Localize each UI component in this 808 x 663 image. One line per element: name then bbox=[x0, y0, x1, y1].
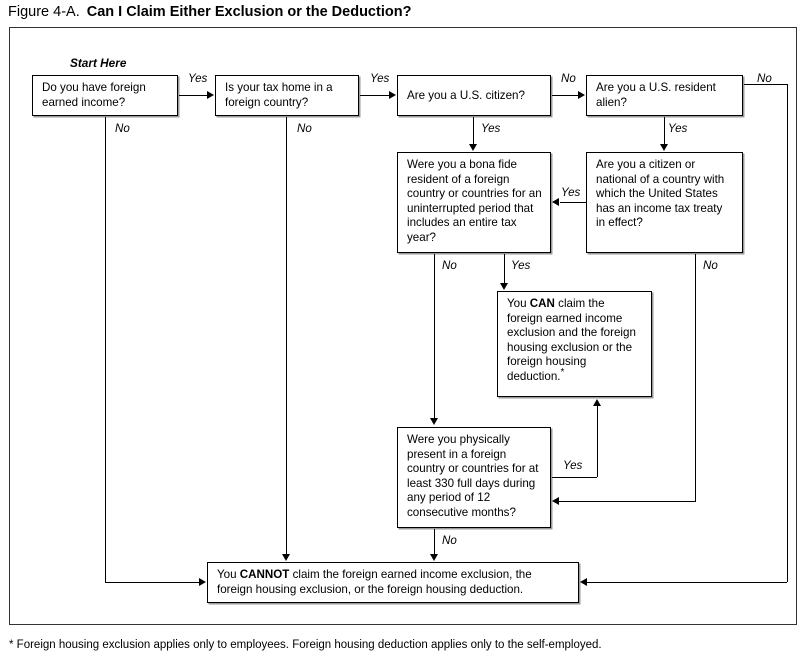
edge-treaty-no-arrow-icon bbox=[552, 497, 559, 505]
node-can-claim-emphasis: CAN bbox=[529, 297, 555, 310]
edge-treaty-no-vline bbox=[695, 254, 696, 501]
chart-panel bbox=[9, 27, 797, 625]
node-tax-treaty-label: Are you a citizen or national of a count… bbox=[596, 158, 725, 230]
edge-income-no-arrow-icon bbox=[199, 578, 206, 586]
edge-citizen-no-line bbox=[552, 95, 580, 96]
node-cannot-claim-post: claim the foreign earned income exclusio… bbox=[217, 568, 532, 596]
edge-alien-yes-arrow-icon bbox=[660, 144, 668, 151]
edge-bonafide-yes-vline bbox=[504, 254, 505, 283]
edge-alien-no-arrow-icon bbox=[580, 578, 587, 586]
figure-heading: Can I Claim Either Exclusion or the Dedu… bbox=[86, 4, 412, 20]
node-physical-presence-label: Were you physically present in a foreign… bbox=[407, 433, 539, 519]
edge-income-no-vline bbox=[105, 117, 106, 582]
edge-treaty-yes-arrow-icon bbox=[552, 198, 559, 206]
edge-citizen-yes-arrow-icon bbox=[469, 144, 477, 151]
edge-taxhome-no-vline bbox=[286, 117, 287, 555]
node-cannot-claim-pre: You bbox=[217, 568, 240, 581]
edge-label-taxhome-yes: Yes bbox=[370, 72, 390, 85]
edge-alien-no-hline-bottom bbox=[587, 582, 787, 583]
footnote-marker-icon: * bbox=[560, 367, 565, 379]
node-tax-treaty[interactable]: Are you a citizen or national of a count… bbox=[586, 152, 743, 253]
edge-label-bonafide-yes: Yes bbox=[511, 259, 531, 272]
edge-bonafide-no-vline bbox=[434, 254, 435, 418]
figure-number: Figure 4-A. bbox=[8, 4, 80, 20]
footnote-star-icon: * bbox=[9, 639, 14, 651]
node-us-citizen-label: Are you a U.S. citizen? bbox=[407, 88, 525, 102]
node-foreign-earned-income-label: Do you have foreign earned income? bbox=[42, 81, 146, 109]
node-physical-presence[interactable]: Were you physically present in a foreign… bbox=[397, 427, 551, 528]
node-tax-home-label: Is your tax home in a foreign country? bbox=[225, 81, 333, 109]
edge-income-no-hline bbox=[105, 582, 200, 583]
edge-label-presence-no: No bbox=[442, 534, 457, 547]
edge-label-citizen-yes: Yes bbox=[481, 122, 501, 135]
figure-title: Figure 4-A. Can I Claim Either Exclusion … bbox=[8, 2, 411, 22]
node-can-claim[interactable]: You CAN claim the foreign earned income … bbox=[497, 291, 652, 397]
node-bona-fide-resident-label: Were you a bona fide resident of a forei… bbox=[407, 158, 542, 244]
edge-presence-no-arrow-icon bbox=[430, 554, 438, 561]
node-us-citizen[interactable]: Are you a U.S. citizen? bbox=[397, 75, 551, 116]
edge-treaty-yes-vline bbox=[586, 186, 587, 202]
node-foreign-earned-income[interactable]: Do you have foreign earned income? bbox=[32, 75, 178, 116]
edge-label-citizen-no: No bbox=[561, 72, 576, 85]
node-cannot-claim-emphasis: CANNOT bbox=[239, 568, 290, 581]
edge-presence-no-vline bbox=[434, 529, 435, 555]
node-can-claim-pre: You bbox=[507, 297, 530, 310]
start-here-label: Start Here bbox=[70, 56, 127, 70]
edge-label-presence-yes: Yes bbox=[563, 459, 583, 472]
edge-treaty-no-hline bbox=[559, 501, 696, 502]
edge-taxhome-no-arrow-icon bbox=[282, 554, 290, 561]
edge-treaty-yes-hline bbox=[560, 202, 587, 203]
footnote-text: Foreign housing exclusion applies only t… bbox=[13, 639, 602, 651]
edge-presence-yes-hline bbox=[552, 477, 597, 478]
edge-bonafide-no-arrow-icon bbox=[430, 418, 438, 425]
node-cannot-claim[interactable]: You CANNOT claim the foreign earned inco… bbox=[207, 562, 579, 603]
edge-label-income-yes: Yes bbox=[188, 72, 208, 85]
edge-alien-yes-vline bbox=[664, 117, 665, 145]
edge-taxhome-yes-arrow-icon bbox=[389, 91, 396, 99]
edge-presence-yes-vline bbox=[597, 406, 598, 477]
edge-label-taxhome-no: No bbox=[297, 122, 312, 135]
edge-bonafide-yes-arrow-icon bbox=[500, 283, 508, 290]
node-bona-fide-resident[interactable]: Were you a bona fide resident of a forei… bbox=[397, 152, 551, 253]
edge-citizen-yes-vline bbox=[473, 117, 474, 145]
edge-citizen-no-arrow-icon bbox=[578, 91, 585, 99]
edge-income-yes-arrow-icon bbox=[207, 91, 214, 99]
node-tax-home[interactable]: Is your tax home in a foreign country? bbox=[215, 75, 359, 116]
edge-alien-no-vline bbox=[787, 84, 788, 582]
edge-label-alien-no: No bbox=[757, 72, 772, 85]
footnote: * Foreign housing exclusion applies only… bbox=[9, 638, 602, 652]
node-can-claim-post: claim the foreign earned income exclusio… bbox=[507, 297, 636, 383]
node-us-resident-alien[interactable]: Are you a U.S. resident alien? bbox=[586, 75, 743, 116]
edge-label-treaty-no: No bbox=[703, 259, 718, 272]
edge-label-alien-yes: Yes bbox=[668, 122, 688, 135]
edge-label-bonafide-no: No bbox=[442, 259, 457, 272]
edge-alien-no-hline-top bbox=[744, 84, 788, 85]
edge-label-treaty-yes: Yes bbox=[561, 186, 581, 199]
node-us-resident-alien-label: Are you a U.S. resident alien? bbox=[596, 81, 716, 109]
edge-label-income-no: No bbox=[115, 122, 130, 135]
edge-presence-yes-arrow-icon bbox=[593, 399, 601, 406]
edge-income-yes-line bbox=[179, 95, 208, 96]
edge-taxhome-yes-line bbox=[360, 95, 390, 96]
